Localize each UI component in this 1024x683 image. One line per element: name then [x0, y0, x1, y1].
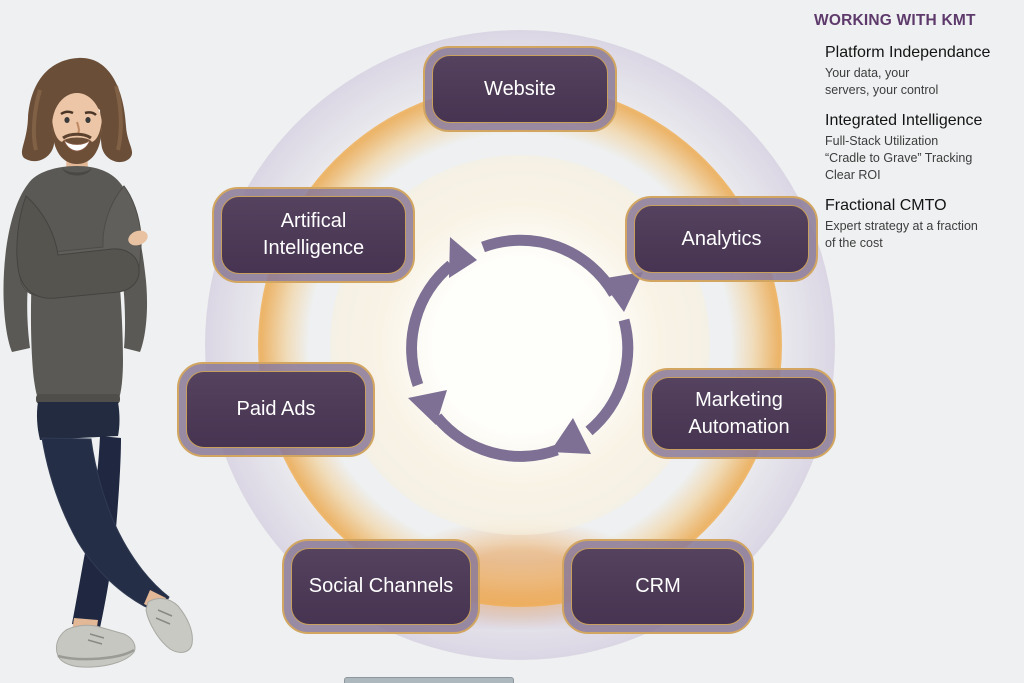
cycle-node-label: CRM	[635, 575, 681, 597]
cycle-node-label: Social Channels	[308, 575, 454, 597]
panel-section-fractional-cmto: Fractional CMTO Expert strategy at a fra…	[814, 197, 1020, 251]
person-head	[21, 57, 133, 170]
panel-section-platform-independance: Platform Independance Your data, your se…	[814, 44, 1020, 98]
section-body: Full-Stack Utilization “Cradle to Grave”…	[825, 134, 973, 182]
working-with-kmt-panel: WORKING WITH KMT Platform Independance Y…	[814, 12, 1020, 251]
panel-title: WORKING WITH KMT	[814, 12, 976, 29]
section-body: Expert strategy at a fraction of the cos…	[825, 219, 978, 250]
person-photo	[3, 57, 193, 668]
section-body: Your data, your servers, your control	[825, 66, 939, 97]
cycle-node-paid-ads: Paid Ads	[177, 362, 375, 457]
cycle-node-crm: CRM	[562, 539, 754, 634]
person-torso	[3, 166, 148, 404]
section-heading: Integrated Intelligence	[825, 112, 983, 130]
cycle-node-website: Website	[423, 46, 617, 132]
section-heading: Fractional CMTO	[825, 197, 947, 215]
cycle-node-marketing-automation: Marketing Automation	[642, 368, 836, 459]
bottom-scrollbar[interactable]	[344, 677, 514, 683]
cycle-node-label: Artifical Intelligence	[262, 210, 365, 259]
cycle-node-label: Website	[484, 77, 556, 100]
cycle-node-label: Paid Ads	[236, 398, 316, 420]
cycle-node-label: Analytics	[681, 227, 762, 250]
cycle-node-social-channels: Social Channels	[282, 539, 480, 634]
cycle-node-label: Marketing Automation	[688, 388, 790, 438]
cycle-node-analytics: Analytics	[625, 196, 818, 282]
section-heading: Platform Independance	[825, 44, 991, 61]
person-legs	[36, 402, 193, 668]
panel-section-integrated-intelligence: Integrated Intelligence Full-Stack Utili…	[814, 112, 1020, 183]
cycle-node-artifical-intelligence: Artifical Intelligence	[212, 187, 415, 283]
